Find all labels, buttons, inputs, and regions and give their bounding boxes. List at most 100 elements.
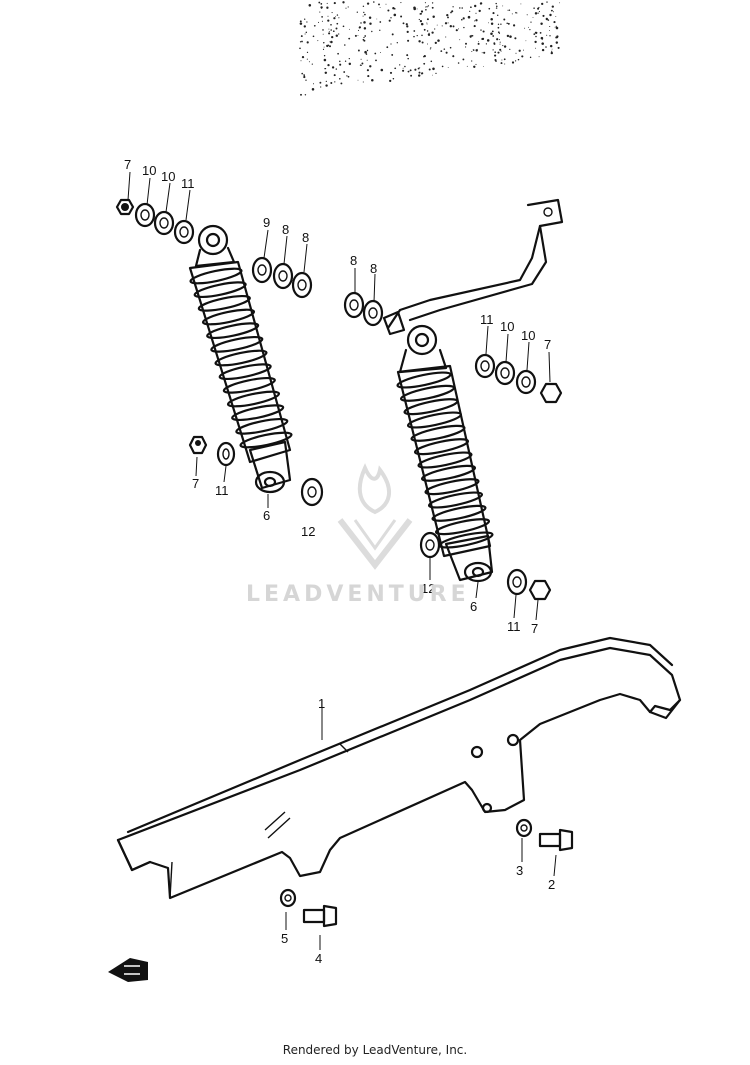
speckle-dot xyxy=(413,30,416,32)
speckle-dot xyxy=(323,42,325,44)
speckle-dot xyxy=(426,6,428,8)
speckle-dot xyxy=(354,34,357,37)
speckle-dot xyxy=(496,14,499,17)
speckle-dot xyxy=(379,21,382,23)
speckle-dot xyxy=(491,30,494,33)
callout-12: 12 xyxy=(301,524,316,539)
speckle-dot xyxy=(426,30,429,32)
spring-coil xyxy=(403,398,459,416)
speckle-dot xyxy=(421,73,423,75)
speckle-dot xyxy=(475,19,478,22)
speckle-dot xyxy=(535,31,538,35)
speckle-dot xyxy=(500,23,502,25)
speckle-dot xyxy=(360,64,363,66)
speckle-dot xyxy=(474,20,476,22)
speckle-dot xyxy=(515,52,517,54)
speckle-dot xyxy=(336,14,339,16)
speckle-dot xyxy=(475,49,478,52)
callout-11: 11 xyxy=(480,312,494,327)
speckle-dot xyxy=(418,71,421,74)
speckle-dot xyxy=(555,36,558,39)
speckle-dot xyxy=(363,11,365,14)
speckle-dot xyxy=(535,47,537,49)
spring-coil xyxy=(424,478,480,496)
speckle-dot xyxy=(423,28,426,31)
speckle-dot xyxy=(528,26,529,28)
speckle-dot xyxy=(375,59,377,62)
speckle-dot xyxy=(330,40,333,44)
speckle-dot xyxy=(366,69,369,72)
speckle-dot xyxy=(547,19,550,21)
speckle-dot xyxy=(308,61,310,63)
speckle-dot xyxy=(419,20,422,23)
speckle-dot xyxy=(416,8,418,10)
speckle-dot xyxy=(301,40,303,43)
speckle-dot xyxy=(516,12,518,14)
speckle-dot xyxy=(506,22,508,24)
speckle-dot xyxy=(459,7,461,9)
speckle-dot xyxy=(529,28,531,31)
speckle-dot xyxy=(492,35,495,37)
speckle-dot xyxy=(462,17,465,20)
speckle-dot xyxy=(486,39,490,42)
speckle-dot xyxy=(512,24,516,27)
bolt-4 xyxy=(302,904,338,928)
callout-10: 10 xyxy=(161,169,176,184)
speckle-dot xyxy=(477,42,480,45)
leader-lines xyxy=(127,171,557,950)
speckle-dot xyxy=(407,57,409,60)
speckle-dot xyxy=(534,12,538,15)
speckle-dot xyxy=(407,70,410,73)
speckle-dot xyxy=(535,35,537,38)
speckle-dot xyxy=(332,30,335,33)
speckle-dot xyxy=(394,8,396,10)
spring-coil xyxy=(410,424,466,442)
speckle-dot xyxy=(390,43,392,45)
speckle-dot xyxy=(335,27,338,30)
speckle-dot xyxy=(553,21,556,24)
speckle-dot xyxy=(551,50,553,52)
speckle-dot xyxy=(549,13,552,17)
speckle-dot xyxy=(518,49,521,52)
speckle-dot xyxy=(380,68,384,72)
speckle-dot xyxy=(541,48,545,52)
speckle-dot xyxy=(340,82,343,85)
speckle-dot xyxy=(386,46,389,49)
speckle-dot xyxy=(431,31,434,34)
speckle-dot xyxy=(300,35,303,38)
speckle-dot xyxy=(508,9,511,11)
speckle-dot xyxy=(488,7,491,10)
speckle-dot xyxy=(475,63,477,65)
speckle-dot xyxy=(329,45,331,48)
speckle-dot xyxy=(447,22,449,24)
speckle-dot xyxy=(333,17,336,20)
speckle-dot xyxy=(556,37,559,39)
speckle-dot xyxy=(388,19,391,22)
speckle-dot xyxy=(480,29,482,31)
speckle-dot xyxy=(364,13,366,16)
spring-coil xyxy=(201,308,256,326)
speckle-dot xyxy=(501,59,503,61)
spring-coil xyxy=(427,491,484,509)
speckle-dot xyxy=(555,25,557,27)
speckle-dot xyxy=(413,6,416,10)
speckle-dot xyxy=(447,16,449,19)
speckle-dot xyxy=(364,35,367,37)
speckle-dot xyxy=(482,30,485,33)
speckle-dot xyxy=(317,21,320,23)
speckle-dot xyxy=(305,79,307,81)
speckle-dot xyxy=(446,13,449,17)
speckle-dot xyxy=(427,43,428,45)
speckle-dot xyxy=(364,50,367,54)
speckle-dot xyxy=(455,29,458,32)
speckle-dot xyxy=(371,30,373,33)
speckle-dot xyxy=(549,44,553,48)
speckle-dot xyxy=(344,60,347,62)
speckle-dot xyxy=(399,64,401,66)
speckle-dot xyxy=(319,81,322,84)
speckle-dot xyxy=(342,1,345,4)
speckle-dot xyxy=(400,15,403,18)
callout-10: 10 xyxy=(142,163,157,178)
speckle-dot xyxy=(551,48,553,50)
speckle-dot xyxy=(402,67,404,69)
